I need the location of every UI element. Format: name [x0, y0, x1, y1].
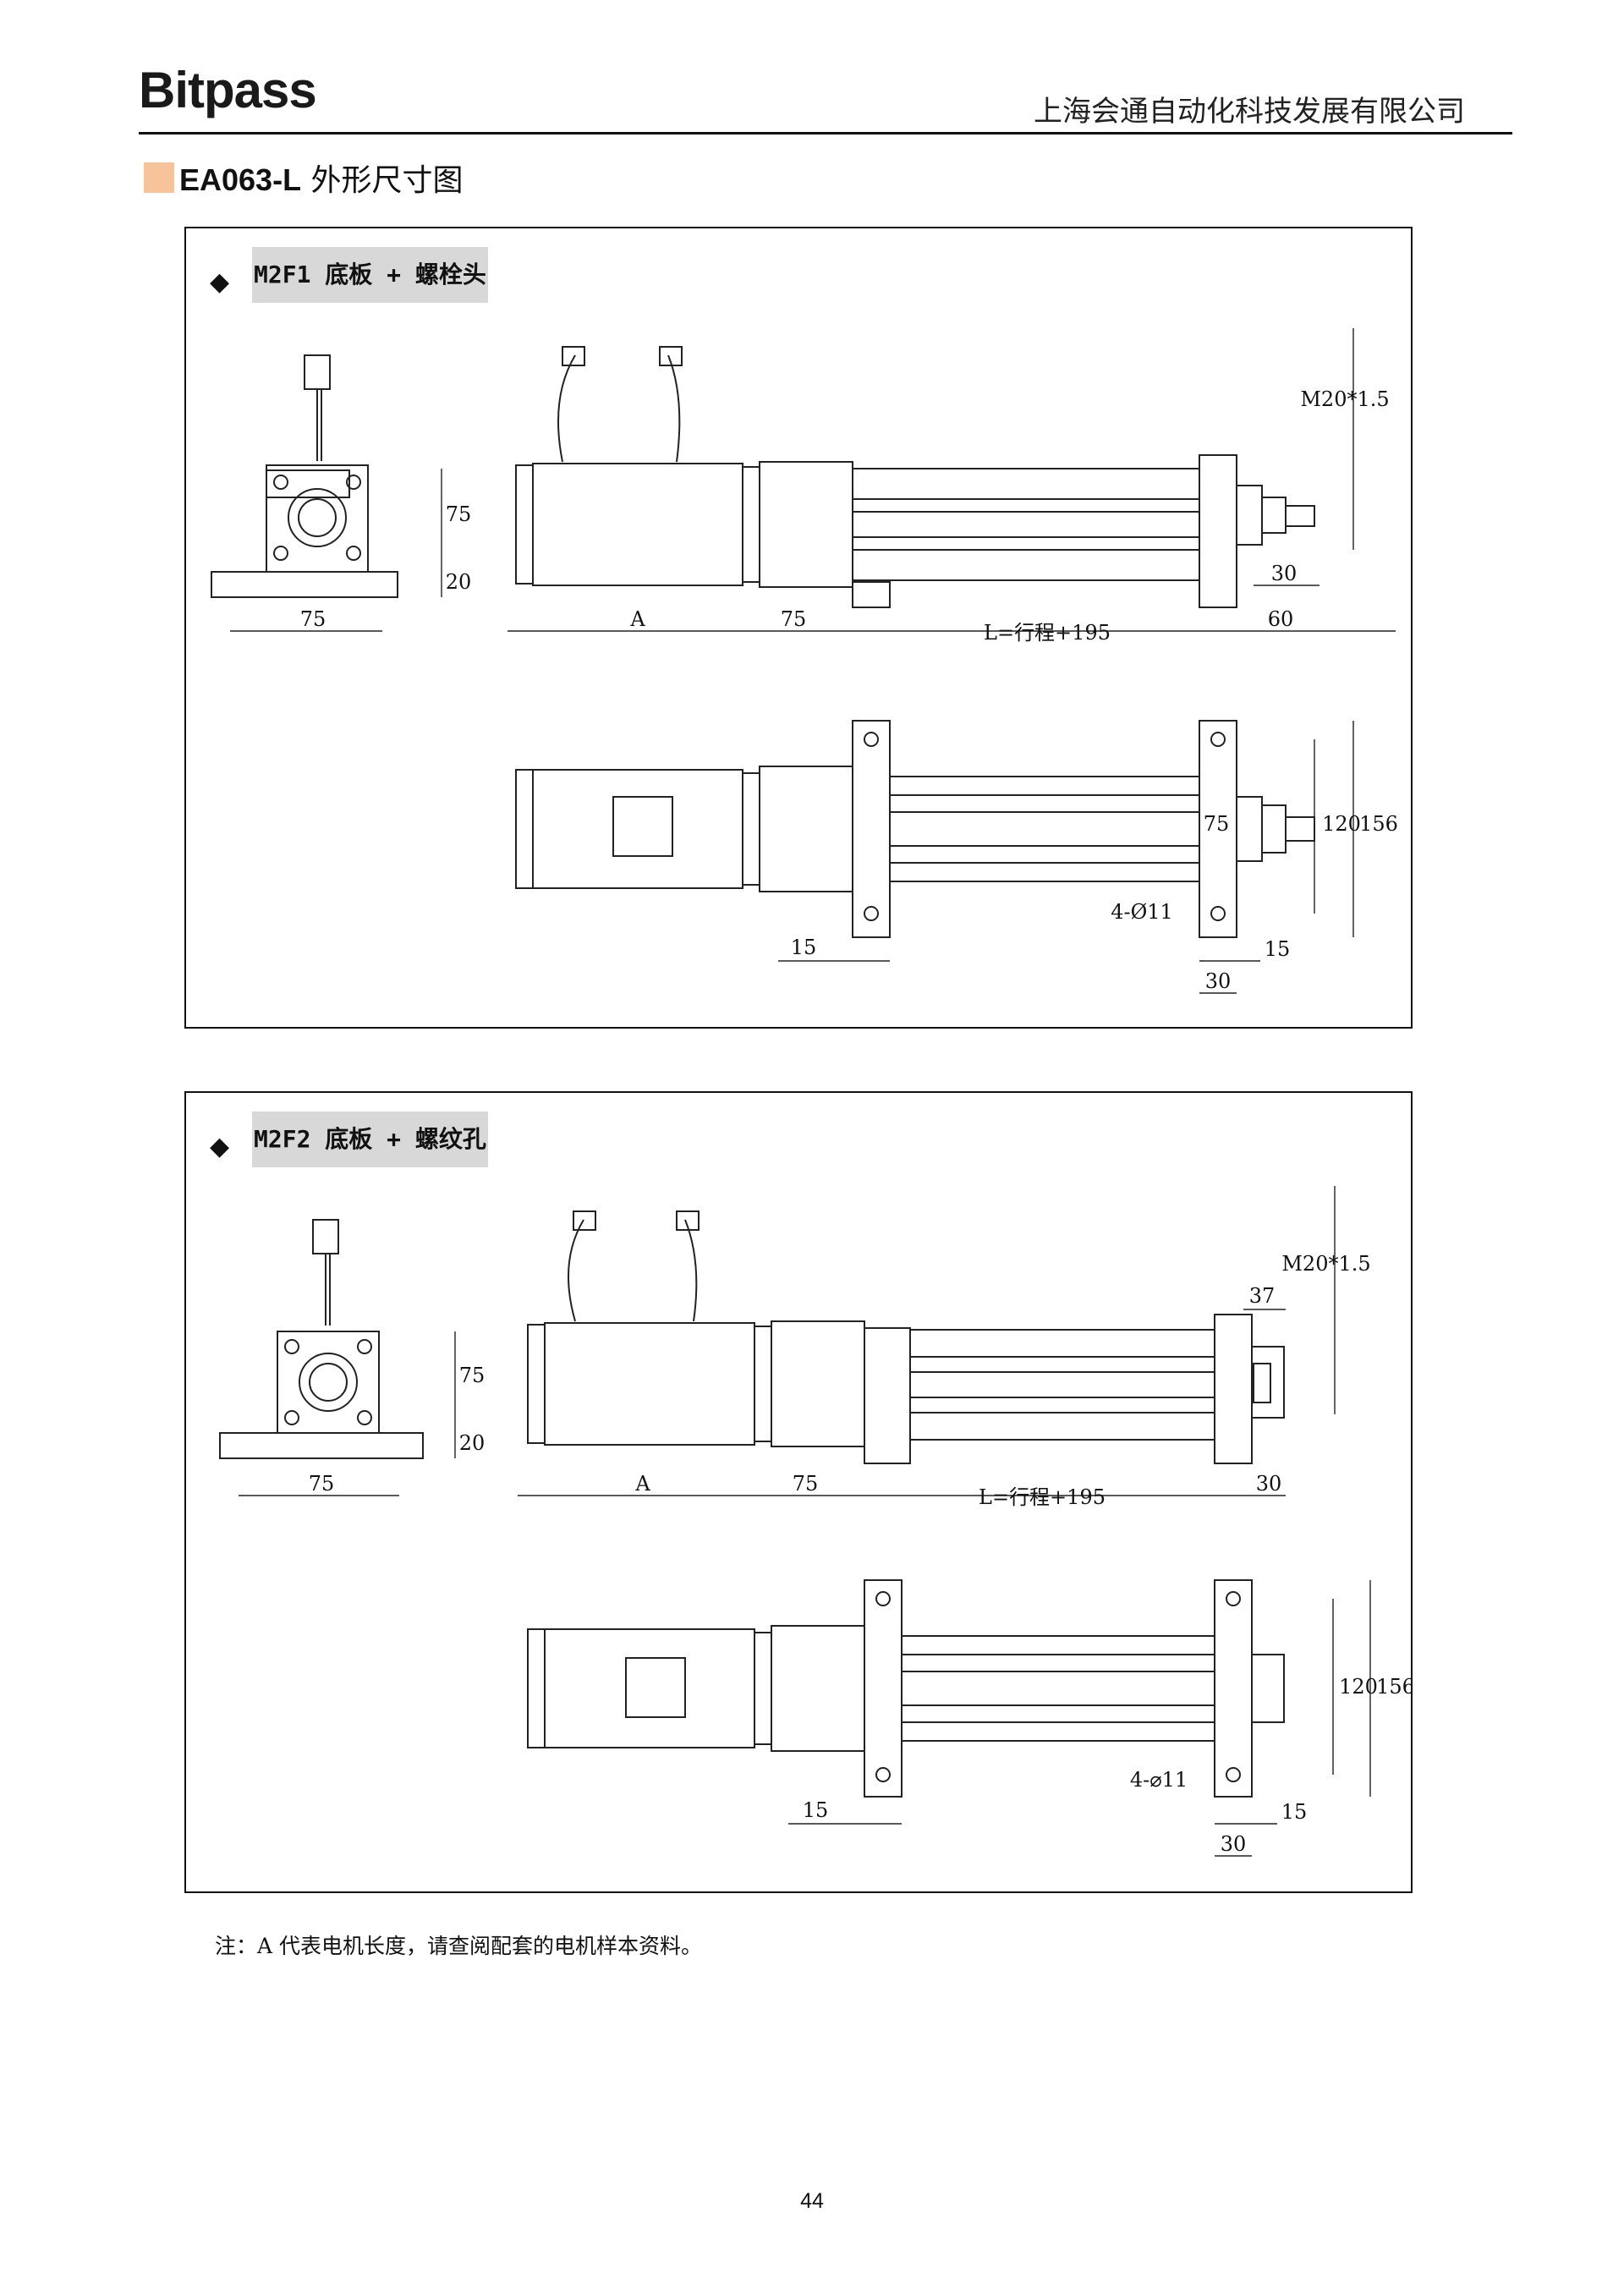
dim-mount-height: 120 — [1339, 1675, 1378, 1699]
dim-total-height: 156 — [1376, 1675, 1413, 1699]
dimension-labels: 75 75 20 A 75 L=行程+195 30 37 M20*1.5 120… — [309, 1252, 1413, 1856]
variant-label: M2F1 底板 + 螺栓头 — [252, 247, 488, 303]
dim-right-foot: 15 — [1281, 1800, 1308, 1824]
dimension-lines — [239, 1186, 1371, 1857]
dim-flange: 75 — [781, 607, 807, 631]
top-view — [515, 720, 1315, 938]
section-heading: 外形尺寸图 — [310, 163, 464, 198]
dim-total-height: 156 — [1359, 812, 1398, 836]
dim-length: L=行程+195 — [984, 621, 1111, 645]
dim-left-foot: 15 — [791, 936, 817, 959]
front-view — [219, 1219, 424, 1459]
header-divider — [139, 132, 1512, 134]
dim-right-foot: 15 — [1265, 937, 1291, 961]
dim-holes: 4-Ø11 — [1111, 900, 1173, 924]
technical-drawing: 75 75 20 A 75 L=行程+195 60 30 M20*1.5 120… — [211, 328, 1398, 994]
side-view — [515, 346, 1315, 608]
model-code: EA063-L — [179, 162, 302, 197]
dim-motor-length: A — [629, 607, 645, 631]
bullet-icon: ◆ — [210, 1132, 230, 1161]
dim-front-base: 20 — [459, 1431, 486, 1455]
dimension-labels: 75 75 20 A 75 L=行程+195 60 30 M20*1.5 120… — [300, 387, 1398, 993]
dim-end: 60 — [1268, 607, 1294, 631]
dim-front-height: 75 — [459, 1364, 486, 1387]
drawing-panel-m2f1: ◆ M2F1 底板 + 螺栓头 — [184, 227, 1413, 1029]
dim-front-width: 75 — [309, 1472, 335, 1496]
dim-front-width: 75 — [300, 607, 326, 631]
dim-rod-height: 75 — [1204, 812, 1230, 836]
top-view — [527, 1579, 1285, 1798]
dim-foot-width: 30 — [1205, 969, 1232, 993]
dim-thread-depth: 37 — [1249, 1284, 1276, 1308]
dim-length: L=行程+195 — [979, 1485, 1106, 1509]
bullet-icon: ◆ — [210, 267, 230, 297]
front-view — [211, 354, 398, 598]
dim-front-base: 20 — [446, 570, 472, 594]
dim-rod: 30 — [1271, 562, 1298, 585]
dim-mount-height: 120 — [1322, 812, 1361, 836]
dim-thread: M20*1.5 — [1281, 1252, 1370, 1276]
dim-thread: M20*1.5 — [1300, 387, 1389, 411]
brand-logo: Bitpass — [139, 62, 317, 118]
dim-holes: 4-⌀11 — [1130, 1768, 1188, 1792]
dim-front-height: 75 — [446, 502, 472, 526]
dim-end: 30 — [1256, 1472, 1282, 1496]
drawing-panel-m2f2: ◆ M2F2 底板 + 螺纹孔 — [184, 1091, 1413, 1893]
side-view — [527, 1210, 1285, 1464]
dim-flange: 75 — [793, 1472, 819, 1496]
dim-foot-width: 30 — [1221, 1832, 1247, 1856]
variant-label: M2F2 底板 + 螺纹孔 — [252, 1112, 488, 1167]
technical-drawing: 75 75 20 A 75 L=行程+195 30 37 M20*1.5 120… — [219, 1186, 1413, 1857]
footnote: 注：A 代表电机长度，请查阅配套的电机样本资料。 — [215, 1934, 703, 1958]
section-title: EA063-L 外形尺寸图 — [179, 156, 464, 200]
dim-left-foot: 15 — [803, 1798, 829, 1822]
company-name: 上海会通自动化科技发展有限公司 — [1034, 95, 1465, 129]
dim-motor-length: A — [634, 1472, 650, 1496]
section-marker — [144, 162, 174, 193]
dimension-lines — [230, 328, 1396, 994]
page-number: 44 — [800, 2189, 824, 2213]
